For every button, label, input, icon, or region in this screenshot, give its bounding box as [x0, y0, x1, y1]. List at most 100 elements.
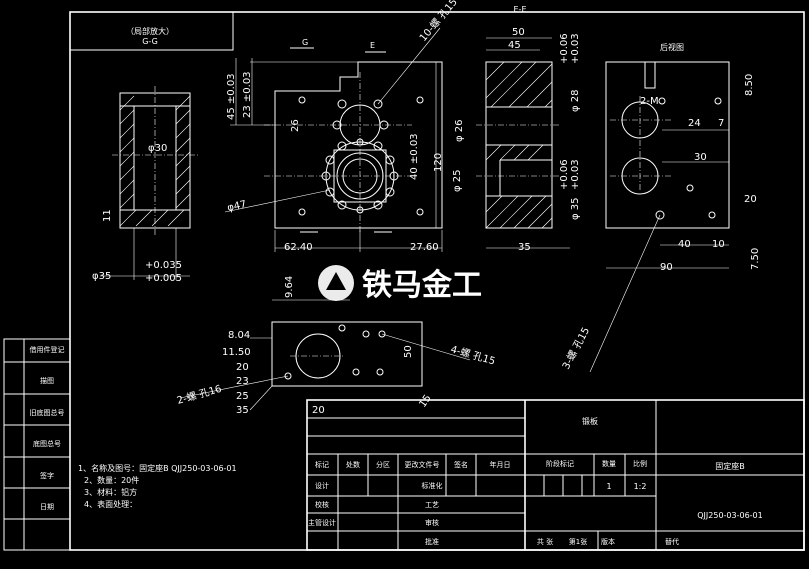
dim-850: 8.50: [744, 74, 755, 96]
dim-d35b: φ 35: [570, 198, 581, 221]
dim-d26: φ 26: [454, 120, 465, 143]
header-4: 签名: [454, 460, 468, 469]
dim-750: 7.50: [750, 248, 761, 270]
drawing-number: QJJ250-03-06-01: [697, 511, 762, 520]
note-2-holes: 2-螺 孔16: [176, 383, 223, 407]
dim-45b: 45: [508, 40, 521, 51]
dim-11: 11: [102, 209, 113, 222]
dim-d28: φ 28: [570, 90, 581, 113]
dim-10: 10: [712, 239, 725, 250]
dim-90: 90: [660, 262, 673, 273]
dim-20: 20: [744, 194, 757, 205]
dim-ex-25: 25: [236, 391, 249, 402]
dim-ex-23: 23: [236, 376, 249, 387]
dim-8-04: 8.04: [228, 330, 250, 341]
material-label: 锻板: [582, 416, 598, 426]
note-line-2: 3、材料：铝方: [84, 487, 137, 497]
dim-ex-35: 35: [236, 405, 249, 416]
qty-header: 数量: [602, 459, 616, 468]
scale-value: 1:2: [634, 482, 647, 491]
view-ee: E-E 50 45 +0.06 +0.03 φ 28 φ 26 φ 25 +0.…: [452, 5, 581, 253]
note-line-1: 2、数量：20件: [84, 475, 139, 485]
role2-0: 标准化: [422, 481, 443, 490]
side-label-5: 日期: [40, 503, 54, 511]
dim-m2: 2-M: [640, 96, 659, 107]
dim-d35: φ35: [92, 271, 111, 282]
sheet-info-2: 版本: [601, 537, 615, 546]
view-rear: 后视图 2-M 8.50 24 7 30 20 40 10 90 7.50 3-…: [560, 42, 761, 373]
title-block: 锻板 阶段标记 数量 比例 1 1:2 固定座B QJJ250-03-06-01…: [306, 399, 805, 551]
dim-ex-50: 50: [403, 345, 414, 358]
view-front: G E 45 ±0.03 23 ±0.03 26: [224, 0, 460, 253]
dim-40b: 40: [678, 239, 691, 250]
note-line-0: 1、名称及图号：固定座B QJJ250-03-06-01: [78, 463, 237, 473]
side-label-0: 借用件登记: [30, 345, 65, 354]
side-label-1: 描图: [40, 376, 54, 385]
dim-d47: φ47: [226, 199, 247, 214]
dim-ex-20b: 20: [312, 405, 325, 416]
role-1: 校核: [315, 500, 329, 509]
dim-d25: φ 25: [452, 170, 463, 193]
section-e-label: E: [370, 41, 375, 50]
dim-27-60: 27.60: [410, 242, 439, 253]
role-0: 设计: [315, 481, 329, 490]
dim-26: 26: [290, 119, 301, 132]
notes: 1、名称及图号：固定座B QJJ250-03-06-01 2、数量：20件 3、…: [78, 463, 237, 509]
scale-header: 比例: [633, 459, 647, 468]
rear-label: 后视图: [660, 42, 684, 52]
dim-7: 7: [718, 118, 724, 129]
dim-35: 35: [518, 242, 531, 253]
stage-header: 阶段标记: [546, 459, 574, 468]
dim-ex-20: 20: [236, 362, 249, 373]
dim-30: 30: [694, 152, 707, 163]
view-gg: φ30 11 φ35 +0.035 +0.005: [92, 86, 198, 284]
qty-value: 1: [606, 482, 611, 491]
section-g-label: G: [302, 38, 308, 47]
dim-50: 50: [512, 27, 525, 38]
header-1: 处数: [346, 460, 360, 469]
dim-tol-035: +0.035: [145, 260, 182, 271]
side-panel: 借用件登记 描图 旧底图总号 底图总号 签字 日期: [30, 345, 65, 511]
note-10-holes: 10-螺 孔15: [417, 0, 460, 44]
role2-3: 批准: [425, 537, 439, 546]
header-0: 标记: [315, 460, 329, 469]
dim-62-40: 62.40: [284, 242, 313, 253]
gg-label: G-G: [142, 37, 158, 46]
dim-d30: φ30: [148, 143, 167, 154]
watermark-text: 铁马金工: [362, 268, 482, 303]
header-5: 年月日: [490, 460, 511, 469]
sheet-info-0: 共 张: [537, 537, 553, 546]
side-label-4: 签字: [40, 471, 54, 480]
side-label-3: 底图总号: [33, 439, 61, 448]
dim-45: 45 ±0.03: [226, 73, 237, 120]
dim-24: 24: [688, 118, 701, 129]
watermark: 铁马金工: [318, 265, 482, 303]
dim-9-64: 9.64: [284, 276, 295, 298]
header-2: 分区: [376, 460, 390, 469]
role2-2: 审核: [425, 518, 439, 527]
dim-tol-005: +0.005: [145, 273, 182, 284]
sheet-info-3: 替代: [665, 537, 679, 546]
header-3: 更改文件号: [405, 460, 440, 469]
dim-tol06b: +0.06: [559, 159, 570, 190]
note-line-3: 4、表面处理：: [84, 499, 137, 509]
note-4-holes: 4-螺 孔15: [449, 343, 496, 367]
sheet-info-1: 第1张: [569, 537, 587, 546]
local-view-label: （局部放大）: [126, 26, 174, 36]
dim-ex-15: 15: [417, 393, 433, 410]
dim-11-50: 11.50: [222, 347, 251, 358]
role-2: 主管设计: [308, 518, 336, 527]
role2-1: 工艺: [425, 501, 439, 509]
part-name: 固定座B: [715, 461, 745, 471]
dim-tol06a: +0.06: [559, 33, 570, 64]
note-3-holes: 3-螺 孔15: [560, 325, 592, 371]
bolt-holes: [321, 99, 399, 214]
dim-tol03b: +0.03: [570, 159, 581, 190]
side-label-2: 旧底图总号: [30, 408, 65, 417]
dim-23: 23 ±0.03: [242, 71, 253, 118]
dim-120: 120: [433, 153, 444, 172]
dim-40: 40 ±0.03: [409, 133, 420, 180]
ee-label: E-E: [514, 5, 527, 14]
dim-tol03a: +0.03: [570, 33, 581, 64]
